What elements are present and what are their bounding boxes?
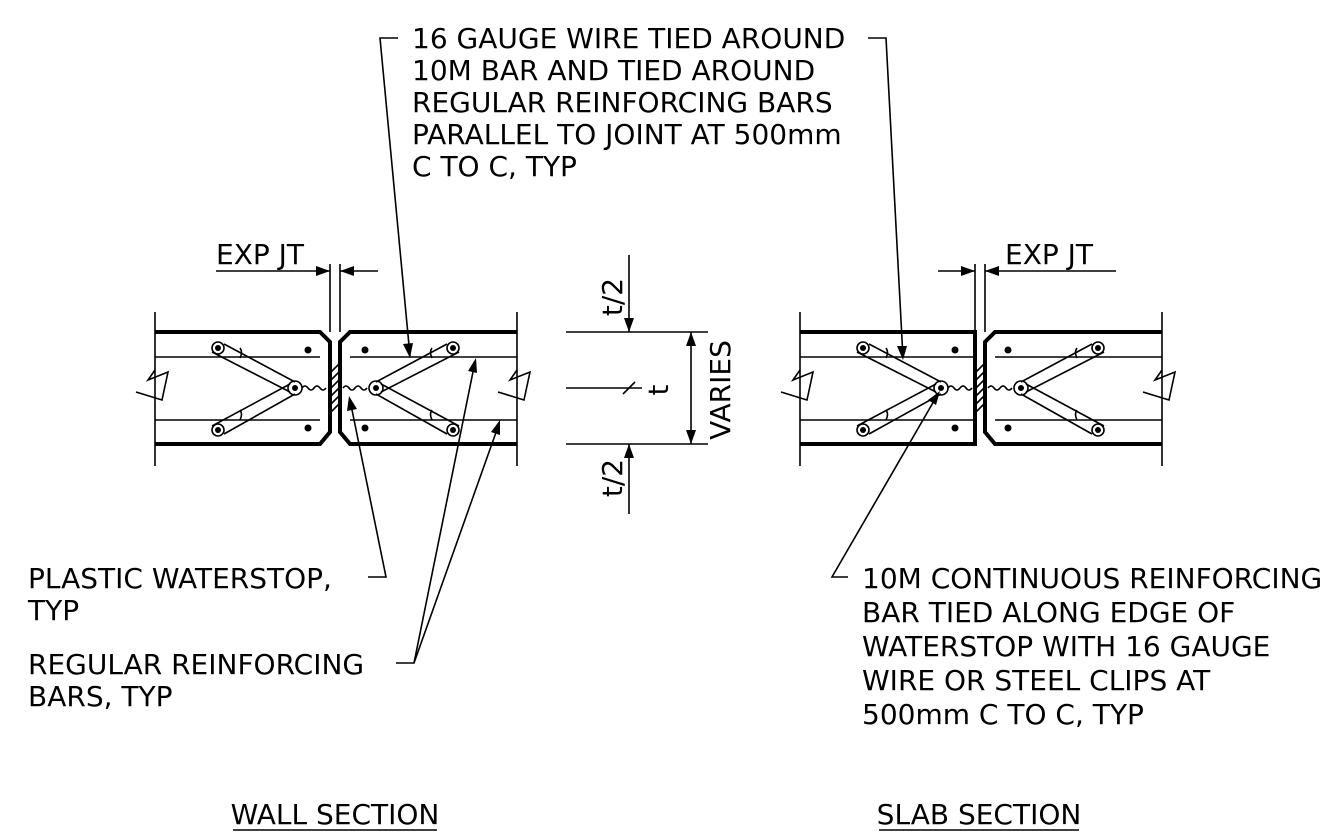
- waterstop-leader: [347, 396, 387, 578]
- wire-note-line-5: C TO C, TYP: [412, 150, 577, 183]
- regular-bars-note: REGULAR REINFORCING BARS, TYP: [28, 648, 364, 713]
- slab-right-panel: [983, 312, 1177, 466]
- continuous-bar-note-line-5: 500mm C TO C, TYP: [862, 698, 1144, 731]
- slab-exp-jt-dimension: [938, 266, 1116, 276]
- waterstop-note-line-2: TYP: [27, 594, 79, 627]
- slab-left-reinforcing: [856, 341, 973, 437]
- thickness-dimension: [566, 255, 708, 514]
- wall-exp-jt-dimension: [216, 266, 378, 276]
- wire-note-line-1: 16 GAUGE WIRE TIED AROUND: [412, 22, 845, 55]
- slab-section-drawing: [780, 264, 1177, 466]
- wall-section-title: WALL SECTION: [231, 798, 440, 831]
- varies-label: VARIES: [704, 340, 737, 440]
- continuous-bar-leader: [830, 391, 940, 578]
- wall-left-panel: [135, 312, 332, 466]
- wall-left-reinforcing: [211, 341, 327, 437]
- waterstop-note-line-1: PLASTIC WATERSTOP,: [28, 562, 332, 595]
- slab-left-panel: [780, 312, 977, 466]
- half-thickness-bottom-label: t/2: [596, 459, 629, 497]
- wire-note-leaders: [379, 37, 907, 360]
- slab-joint-filler: [974, 264, 986, 413]
- waterstop-note: PLASTIC WATERSTOP, TYP: [27, 562, 332, 627]
- wall-joint-filler: [329, 264, 341, 413]
- continuous-bar-note: 10M CONTINUOUS REINFORCING BAR TIED ALON…: [862, 562, 1322, 731]
- slab-section-title-text: SLAB SECTION: [877, 798, 1082, 831]
- wire-note-line-4: PARALLEL TO JOINT AT 500mm: [412, 118, 842, 151]
- slab-right-reinforcing: [987, 341, 1105, 437]
- regular-bars-note-line-1: REGULAR REINFORCING: [28, 648, 364, 681]
- wire-note-line-2: 10M BAR AND TIED AROUND: [412, 54, 815, 87]
- wall-exp-jt-label: EXP JT: [216, 238, 305, 271]
- continuous-bar-note-line-3: WATERSTOP WITH 16 GAUGE: [862, 630, 1270, 663]
- wire-note: 16 GAUGE WIRE TIED AROUND 10M BAR AND TI…: [412, 22, 845, 183]
- regular-bars-note-line-2: BARS, TYP: [28, 680, 172, 713]
- wall-right-reinforcing: [342, 341, 460, 437]
- wall-section-drawing: [135, 264, 532, 466]
- slab-exp-jt-label: EXP JT: [1005, 238, 1094, 271]
- wire-note-line-3: REGULAR REINFORCING BARS: [412, 86, 833, 119]
- wall-right-panel: [338, 312, 532, 466]
- continuous-bar-note-line-2: BAR TIED ALONG EDGE OF: [862, 596, 1235, 629]
- regular-bars-leaders: [396, 358, 500, 664]
- half-thickness-top-label: t/2: [596, 278, 629, 316]
- continuous-bar-note-line-1: 10M CONTINUOUS REINFORCING: [862, 562, 1322, 595]
- continuous-bar-note-line-4: WIRE OR STEEL CLIPS AT: [862, 664, 1211, 697]
- thickness-label: t: [642, 384, 675, 395]
- wall-section-title-text: WALL SECTION: [231, 798, 440, 831]
- slab-section-title: SLAB SECTION: [877, 798, 1082, 831]
